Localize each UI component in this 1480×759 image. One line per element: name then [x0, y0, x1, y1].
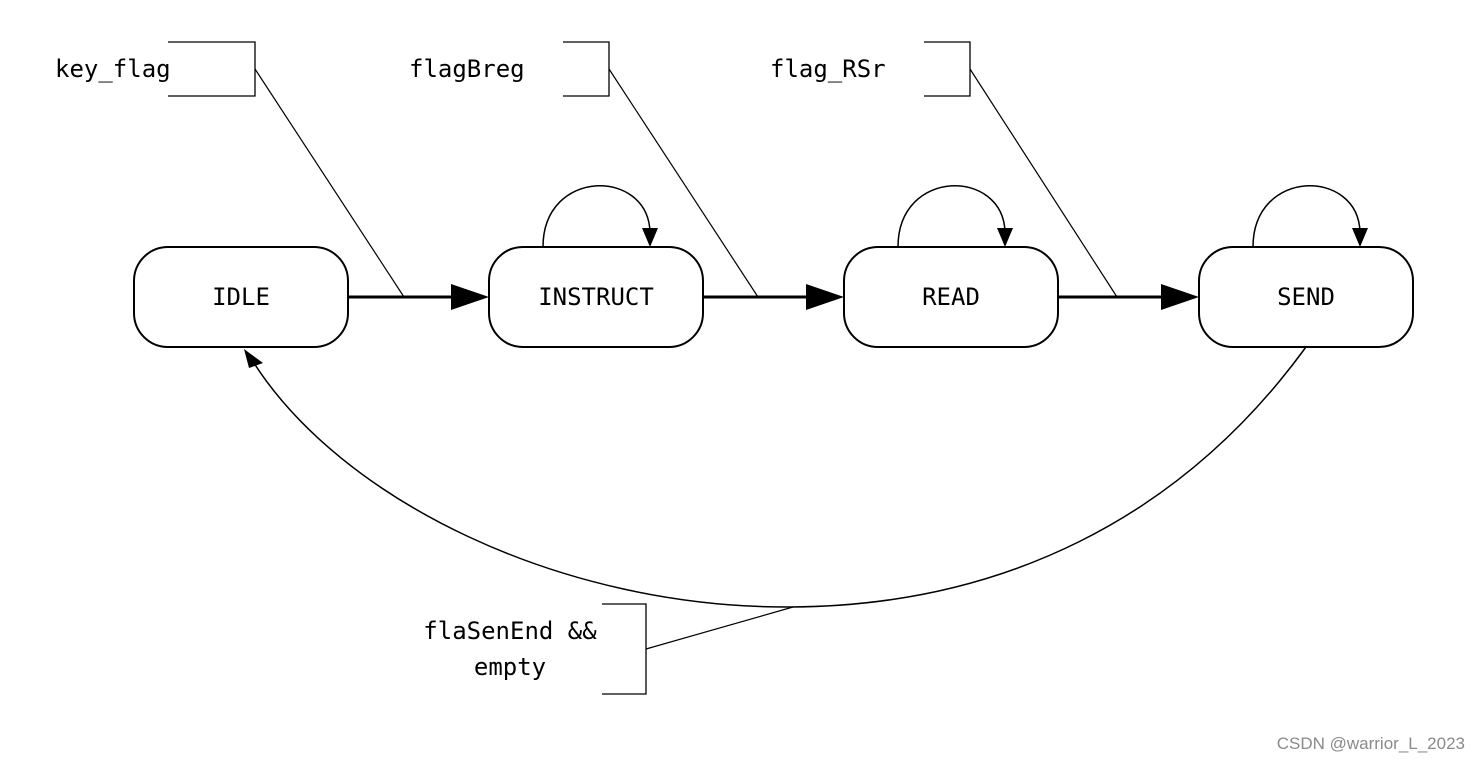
arrowhead-icon [244, 349, 263, 368]
transition-send-to-idle [244, 346, 1307, 608]
state-instruct-label: INSTRUCT [538, 283, 654, 311]
arrowhead-icon [806, 284, 844, 310]
condition-flasenend-label-line2: empty [474, 653, 546, 681]
arrowhead-icon [1161, 284, 1199, 310]
condition-flagbreg-label: flagBreg [409, 55, 525, 83]
condition-flasenend-empty: flaSenEnd && empty [423, 603, 794, 695]
condition-flasenend-label-line1: flaSenEnd && [423, 617, 597, 645]
condition-flag-rsr-label: flag_RSr [770, 55, 886, 83]
transition-instruct-to-read [703, 284, 844, 310]
state-send: SEND [1198, 246, 1414, 348]
condition-flag-rsr: flag_RSr [770, 41, 1118, 298]
self-loop-read [897, 185, 1013, 248]
state-read: READ [843, 246, 1059, 348]
condition-flagbreg: flagBreg [409, 41, 759, 298]
state-instruct: INSTRUCT [488, 246, 704, 348]
arrowhead-icon [451, 284, 489, 310]
state-read-label: READ [922, 283, 980, 311]
arrowhead-icon [1352, 228, 1368, 247]
transition-read-to-send [1058, 284, 1199, 310]
condition-key-flag: key_flag [55, 41, 405, 298]
state-send-label: SEND [1277, 283, 1335, 311]
self-loop-send [1252, 185, 1368, 248]
transition-idle-to-instruct [348, 284, 489, 310]
watermark: CSDN @warrior_L_2023 [1277, 734, 1465, 753]
state-idle: IDLE [133, 246, 349, 348]
self-loop-instruct [542, 185, 658, 248]
arrowhead-icon [997, 228, 1013, 247]
state-idle-label: IDLE [212, 283, 270, 311]
condition-key-flag-label: key_flag [55, 55, 171, 83]
arrowhead-icon [642, 228, 658, 247]
